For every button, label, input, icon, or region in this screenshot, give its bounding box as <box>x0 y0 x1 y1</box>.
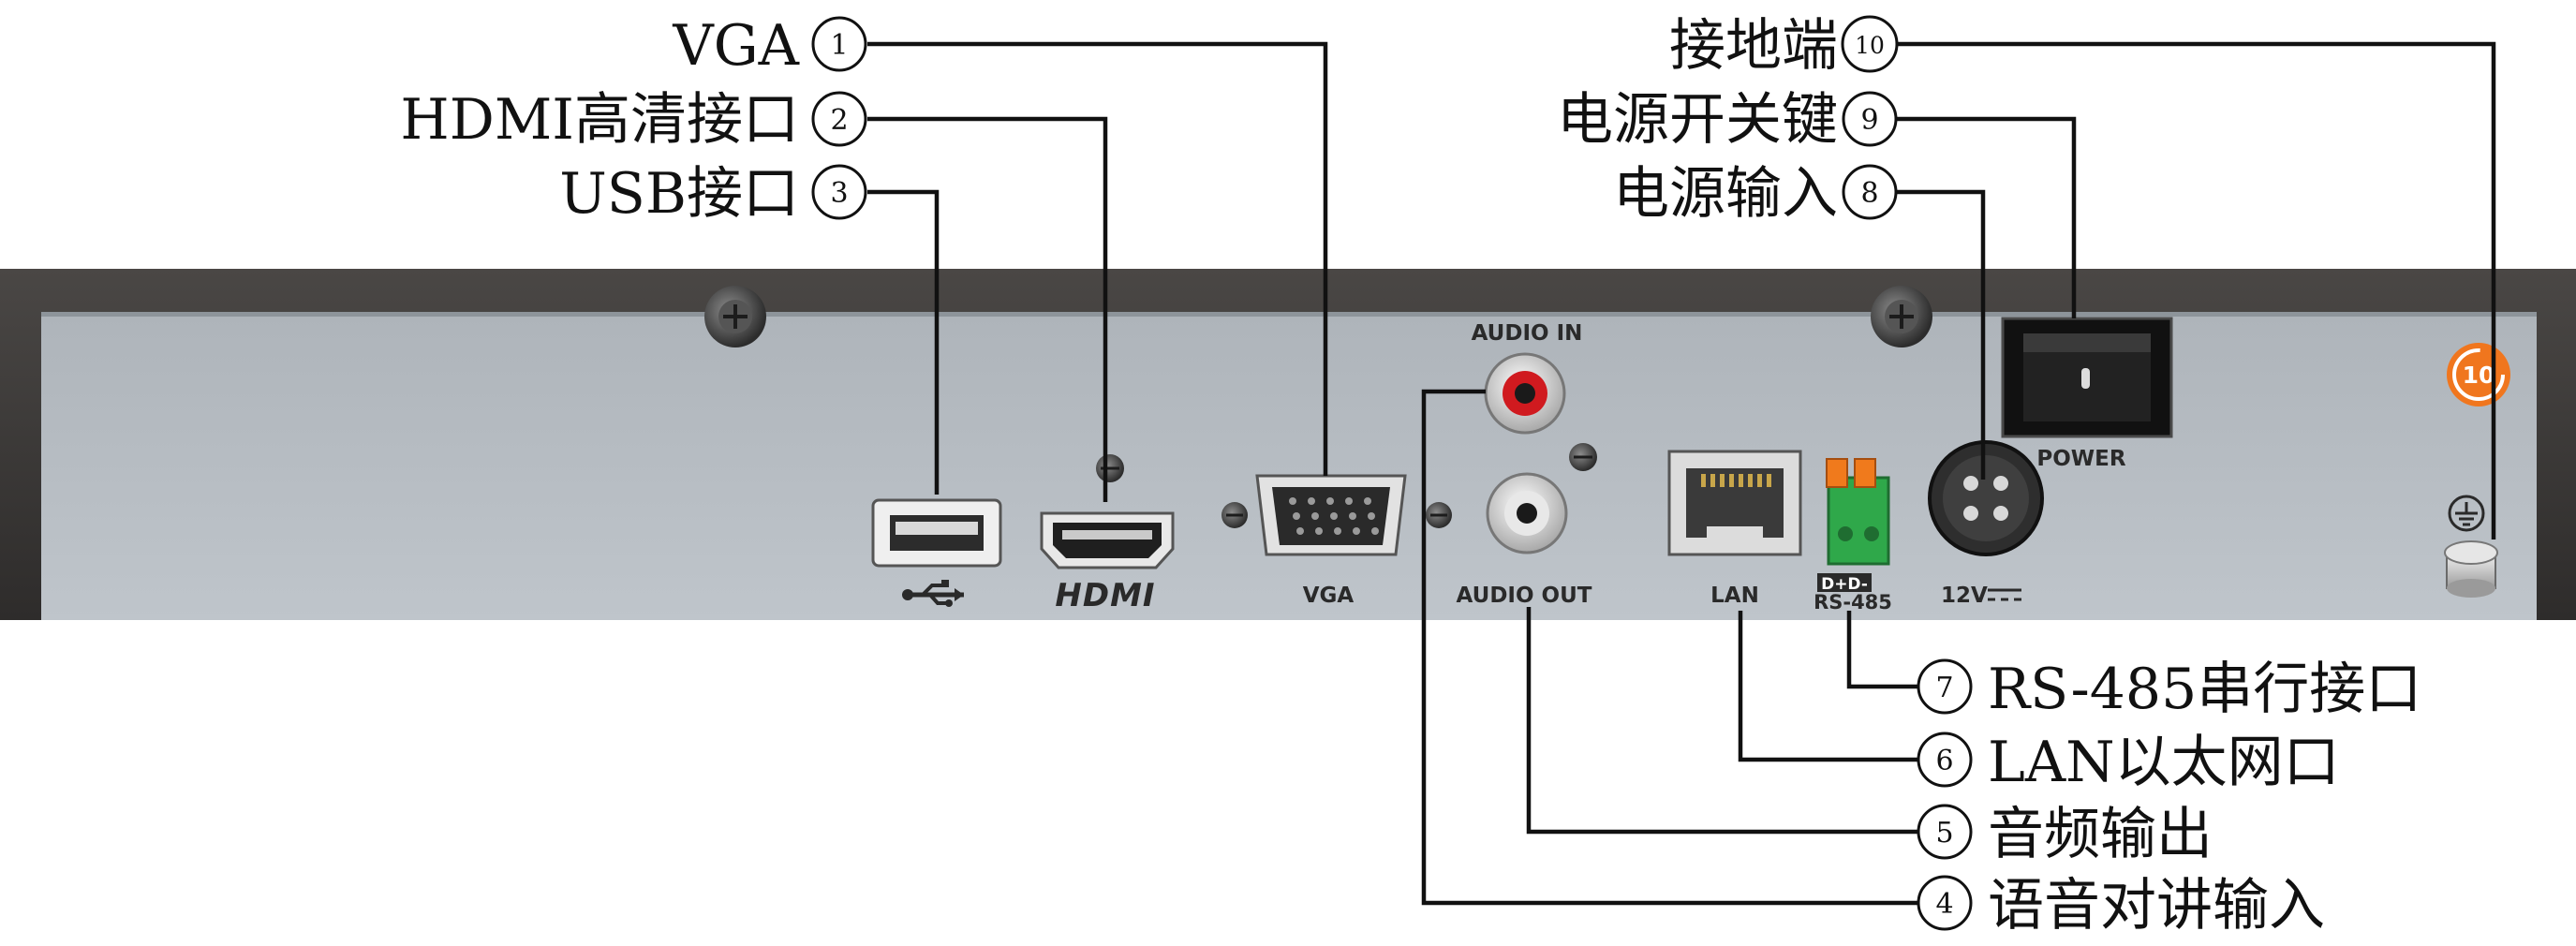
callout-number: 1 <box>830 29 848 62</box>
callout-label: 音频输出 <box>1988 802 2213 867</box>
callout-leader-hdmi <box>867 116 1108 502</box>
callout-label: HDMI高清接口 <box>400 87 799 153</box>
callout-power-in: 电源输入 8 <box>1613 161 1898 227</box>
audio-out-rca-jack[interactable] <box>1486 472 1568 554</box>
lan-port[interactable] <box>1667 450 1802 556</box>
callout-label: VGA <box>672 13 799 79</box>
callout-number: 3 <box>830 177 848 210</box>
callout-number: 8 <box>1860 177 1878 210</box>
device-chassis <box>0 269 2576 620</box>
callout-number: 2 <box>830 104 848 137</box>
panel-screw <box>1871 286 1932 347</box>
vga-port[interactable] <box>1255 474 1407 556</box>
callout-ground: 接地端 10 <box>1669 13 1899 79</box>
callout-number-badge <box>1917 804 1973 860</box>
callout-number-badge <box>1917 732 1973 788</box>
callout-label: 语音对讲输入 <box>1988 873 2325 939</box>
callout-number-badge <box>811 91 867 147</box>
panel-screw <box>1569 443 1597 471</box>
dc-symbol-icon <box>1988 588 2021 601</box>
callout-leader-audio-out <box>1526 607 1918 835</box>
callout-leader-rs485 <box>1846 611 1918 689</box>
environmental-10-badge-icon: 10 <box>2447 343 2510 406</box>
callout-number: 9 <box>1860 104 1878 137</box>
callout-leader-lan <box>1738 611 1918 762</box>
callout-number-badge <box>1842 164 1898 220</box>
callout-audio-in: 4 语音对讲输入 <box>1917 873 2325 939</box>
hdmi-panel-label: HDMI <box>1055 577 1155 614</box>
callout-leader-usb <box>867 189 940 495</box>
rs485-terminal-block[interactable] <box>1826 458 1890 566</box>
callout-number: 10 <box>1855 32 1885 59</box>
callout-leader-audio-in <box>1421 389 1918 906</box>
audio-out-panel-label: AUDIO OUT <box>1457 584 1592 608</box>
rs485-pin-marking: D+D- <box>1817 573 1872 594</box>
dc-power-input-jack[interactable] <box>1928 440 2044 556</box>
callout-number: 7 <box>1935 672 1953 704</box>
callout-label: LAN以太网口 <box>1988 730 2340 795</box>
callout-usb: USB接口 3 <box>559 161 867 227</box>
callout-rs485: 7 RS-485串行接口 <box>1917 657 2421 722</box>
ground-symbol-icon <box>2448 495 2485 532</box>
power-rocker-switch[interactable] <box>2001 317 2173 438</box>
usb-port[interactable] <box>871 498 1002 568</box>
svg-text:D+D-: D+D- <box>1821 575 1868 594</box>
callout-number-badge <box>1841 15 1899 73</box>
callout-lan: 6 LAN以太网口 <box>1917 730 2340 795</box>
callout-label: 电源输入 <box>1613 161 1838 227</box>
callout-power-switch: 电源开关键 9 <box>1557 87 1898 153</box>
hdmi-port[interactable] <box>1040 511 1175 569</box>
callout-leader-power-switch <box>1887 116 2077 318</box>
audio-in-panel-label: AUDIO IN <box>1472 321 1583 346</box>
lan-panel-label: LAN <box>1710 584 1759 608</box>
callout-label: RS-485串行接口 <box>1988 657 2421 722</box>
callout-leader-power-in <box>1887 189 1986 480</box>
usb-trident-icon <box>902 580 964 607</box>
power-switch-label: POWER <box>2036 447 2125 471</box>
audio-in-rca-jack[interactable] <box>1484 352 1566 435</box>
callout-vga: VGA 1 <box>672 13 867 79</box>
rs485-panel-label: RS-485 <box>1814 591 1892 613</box>
panel-screw <box>1096 454 1124 482</box>
callout-hdmi: HDMI高清接口 2 <box>400 87 867 153</box>
callout-number-badge <box>811 16 867 72</box>
callout-number-badge <box>1842 91 1898 147</box>
callout-audio-out: 5 音频输出 <box>1917 802 2213 867</box>
panel-screw <box>1426 502 1452 528</box>
callout-label: USB接口 <box>559 161 799 227</box>
svg-text:10: 10 <box>2463 362 2495 389</box>
callout-number-badge <box>1917 658 1973 715</box>
callout-label: 接地端 <box>1669 13 1838 79</box>
panel-screw <box>1221 502 1248 528</box>
callout-leader-vga <box>867 41 1328 476</box>
callout-leader-ground <box>1887 41 2496 540</box>
ground-terminal-screw[interactable] <box>2444 540 2498 598</box>
panel-screw <box>704 286 766 347</box>
dc-voltage-label: 12V <box>1941 584 1988 608</box>
vga-panel-label: VGA <box>1303 584 1355 608</box>
callout-number-badge <box>811 164 867 220</box>
callout-number: 5 <box>1935 817 1953 850</box>
callout-label: 电源开关键 <box>1557 87 1838 153</box>
callout-number-badge <box>1917 875 1973 931</box>
callout-number: 4 <box>1935 888 1953 921</box>
callout-number: 6 <box>1935 745 1953 777</box>
